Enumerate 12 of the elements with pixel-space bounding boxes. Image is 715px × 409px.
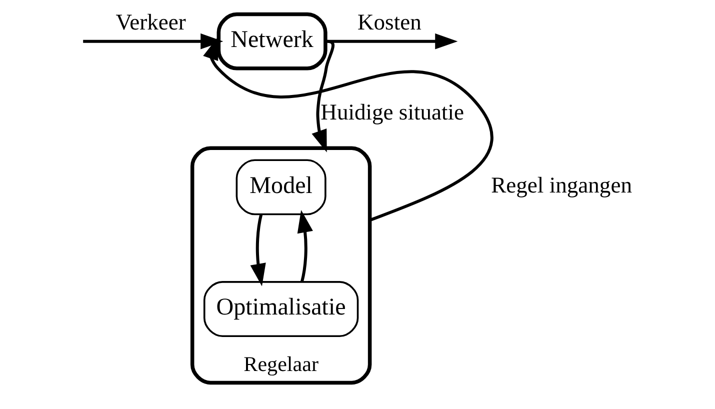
edge-label: Kosten [358,9,422,34]
arrow [83,33,224,61]
node-box: Model [236,159,326,216]
node-box: Netwerk [216,12,328,70]
arrow [326,33,458,50]
arrow [203,37,494,222]
edge-label: Regel ingangen [491,172,632,198]
edge-label: Verkeer [116,9,186,34]
arrow [297,210,313,282]
arrow [250,214,266,286]
node-box: Optimalisatie [203,281,359,337]
edge-label: Huidige situatie [320,100,464,125]
